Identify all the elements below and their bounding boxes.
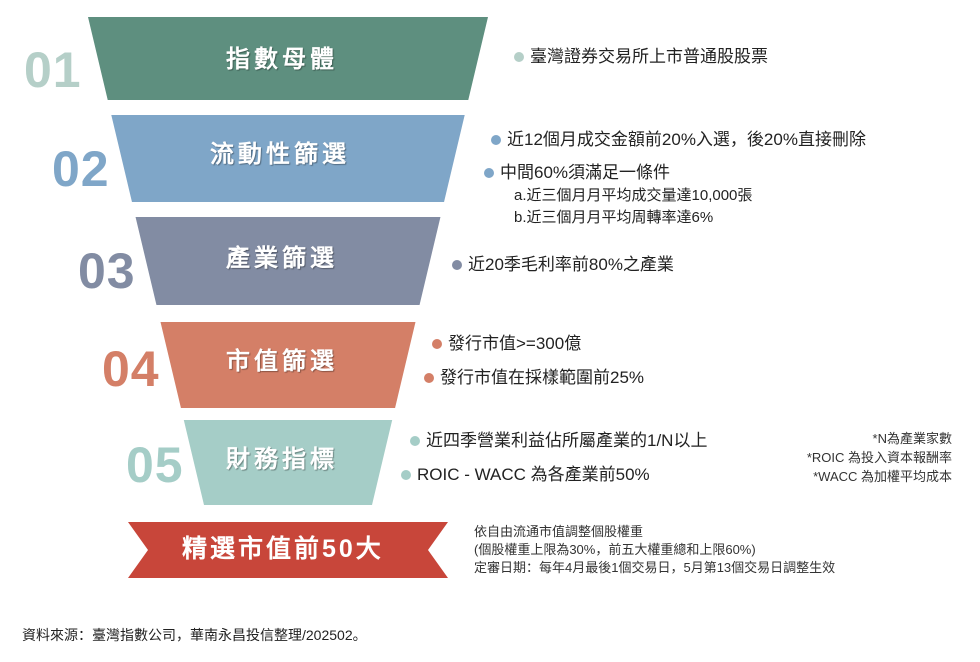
step-number-05: 05 (126, 437, 184, 493)
step-number-03: 03 (78, 243, 136, 299)
bullet-dot-icon (424, 372, 434, 383)
step-02-sub-b: b.近三個月月平均周轉率達6% (514, 209, 714, 226)
bullet-text: 發行市值在採樣範圍前25% (440, 368, 645, 387)
step-01-bullet-1: 臺灣證券交易所上市普通股股票 (514, 48, 768, 65)
step-label-02: 流動性篩選 (210, 141, 350, 168)
step-02-sub-a: a.近三個月月平均成交量達10,000張 (514, 187, 753, 204)
bullet-text: 中間60%須滿足一條件 (500, 163, 671, 182)
bullet-text: 近20季毛利率前80%之產業 (468, 255, 674, 274)
funnel-band-03 (135, 217, 441, 305)
step-02-bullet-2: 中間60%須滿足一條件 (484, 164, 670, 181)
funnel-band-02 (111, 115, 465, 202)
bullet-text: 發行市值>=300億 (448, 334, 582, 353)
step-number-02: 02 (52, 141, 110, 197)
bullet-text: 近四季營業利益佔所屬產業的1/N以上 (426, 431, 708, 450)
step-number-04: 04 (102, 341, 160, 397)
step-05-bullet-2: ROIC - WACC 為各產業前50% (401, 466, 650, 483)
step-05-bullet-1: 近四季營業利益佔所屬產業的1/N以上 (410, 432, 707, 449)
funnel-band-04 (160, 322, 416, 408)
final-desc-2: (個股權重上限為30%，前五大權重總和上限60%) (474, 542, 756, 557)
bullet-dot-icon (410, 435, 420, 446)
bullet-text: ROIC - WACC 為各產業前50% (417, 465, 650, 484)
final-label: 精選市值前50大 (182, 535, 384, 563)
bullet-dot-icon (491, 134, 501, 145)
step-03-bullet-1: 近20季毛利率前80%之產業 (452, 256, 674, 273)
step-label-04: 市值篩選 (226, 348, 338, 375)
step-02-bullet-1: 近12個月成交金額前20%入選，後20%直接刪除 (491, 131, 866, 148)
step-04-bullet-2: 發行市值在採樣範圍前25% (424, 369, 644, 386)
final-arrow-banner (128, 522, 448, 578)
source-note: 資料來源：臺灣指數公司，華南永昌投信整理/202502。 (22, 627, 367, 643)
step-number-01: 01 (24, 42, 82, 98)
funnel-band-01 (88, 17, 488, 100)
footnote-roic: *ROIC 為投入資本報酬率 (806, 450, 952, 465)
step-label-01: 指數母體 (226, 46, 338, 73)
final-desc-3: 定審日期：每年4月最後1個交易日，5月第13個交易日調整生效 (474, 560, 836, 575)
final-desc-1: 依自由流通市值調整個股權重 (474, 524, 644, 539)
funnel-band-05 (183, 420, 393, 505)
bullet-dot-icon (452, 259, 462, 270)
bullet-dot-icon (484, 167, 494, 178)
step-label-05: 財務指標 (226, 446, 338, 473)
bullet-dot-icon (401, 469, 411, 480)
step-04-bullet-1: 發行市值>=300億 (432, 335, 581, 352)
step-label-03: 產業篩選 (226, 245, 338, 272)
footnote-n: *N為產業家數 (872, 431, 952, 446)
bullet-dot-icon (514, 51, 524, 62)
bullet-dot-icon (432, 338, 442, 349)
bullet-text: 近12個月成交金額前20%入選，後20%直接刪除 (507, 130, 866, 149)
footnote-wacc: *WACC 為加權平均成本 (813, 469, 952, 484)
bullet-text: 臺灣證券交易所上市普通股股票 (530, 47, 768, 66)
